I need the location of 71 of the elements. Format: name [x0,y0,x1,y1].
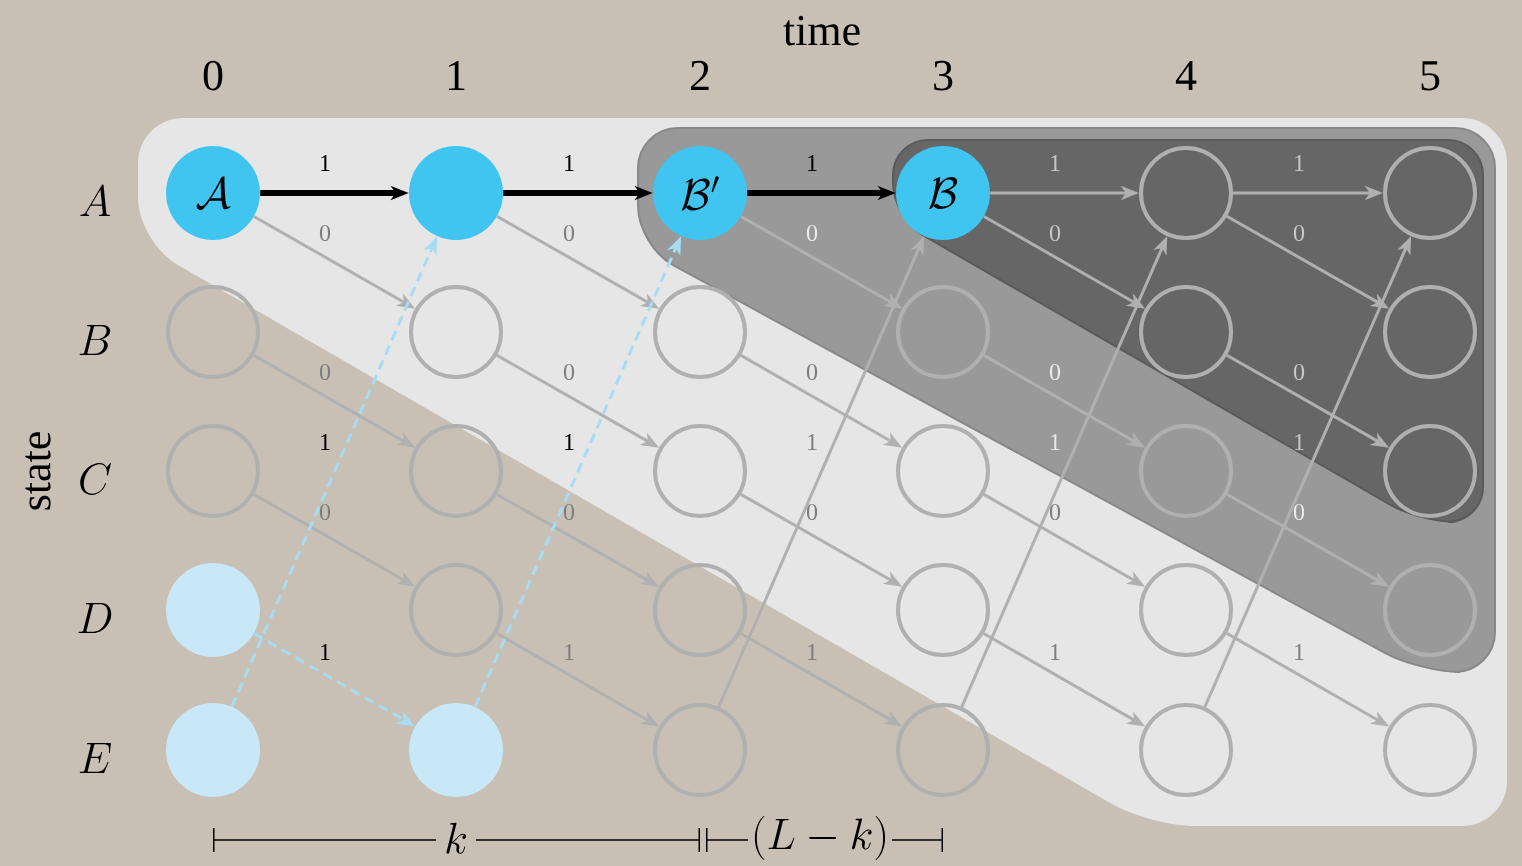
state-circle [653,285,747,379]
state-circle [409,285,503,379]
edge-label: 1 [321,155,330,171]
edge-label: 1 [1051,434,1060,450]
state-circle [1383,703,1477,797]
time-label: 1 [448,60,465,90]
edge-label: 1 [565,155,574,171]
state-circle [1139,146,1233,240]
edge-label: 0 [563,224,575,242]
state-circle [1383,146,1477,240]
state-circle [653,424,747,518]
time-label: 5 [1421,61,1440,91]
edge-label: 1 [1295,155,1304,171]
edge-label: 0 [1293,363,1305,381]
edge-label: 1 [565,434,574,450]
state-circle [1383,424,1477,518]
edge-label: 0 [319,224,331,242]
state-circle [653,703,747,797]
edge-label: 0 [806,503,818,521]
state-circle [166,424,260,518]
state-circle [409,563,503,657]
state-circle [409,424,503,518]
state-circle [1139,285,1233,379]
edge-label: 0 [806,363,818,381]
time-label: 2 [690,60,709,90]
state-label: $C$ [80,463,111,495]
state-circle [896,563,990,657]
state-circle [166,563,260,657]
state-circle [166,703,260,797]
axis-title: time [783,15,860,46]
state-circle [166,285,260,379]
state-circle [1383,563,1477,657]
state-circle [653,563,747,657]
edge-label: 0 [806,224,818,242]
edge-label: 0 [563,503,575,521]
dimension-label: $(L-k)$ [747,814,893,862]
state-circle [409,146,503,240]
state-circle [1139,563,1233,657]
state-circle [1383,285,1477,379]
edge-label: 0 [1049,363,1061,381]
edge-label: 1 [1051,644,1060,660]
edge-label: 1 [808,644,817,660]
axis-title: state [25,432,51,510]
edge-label: 1 [808,434,817,450]
edge-label: 0 [1049,503,1061,521]
edge-label: 0 [1049,224,1061,242]
edge-label: 1 [1295,434,1304,450]
edge-label: 1 [1295,644,1304,660]
state-circle [1139,703,1233,797]
time-label: 4 [1175,61,1197,90]
edge-label: 1 [565,644,574,660]
dimension-label: $k$ [436,820,476,856]
edge-label: 1 [321,644,330,660]
edge-label: 1 [808,155,817,171]
edge-label: 1 [321,434,330,450]
edge-label: 0 [319,363,331,381]
state-label: $B$ [79,325,111,356]
state-label: $D$ [78,603,112,634]
state-circle [1139,424,1233,518]
state-label: $A$ [80,184,110,217]
edge-label: 0 [563,363,575,381]
edge-label: 0 [319,503,331,521]
edge-label: 0 [1293,224,1305,242]
state-circle [409,703,503,797]
state-circle [896,703,990,797]
edge-label: 0 [1293,503,1305,521]
time-label: 0 [203,60,223,91]
state-circle [896,424,990,518]
state-label: $E$ [79,743,111,774]
time-label: 3 [934,60,953,91]
edge-label: 1 [1051,155,1060,171]
